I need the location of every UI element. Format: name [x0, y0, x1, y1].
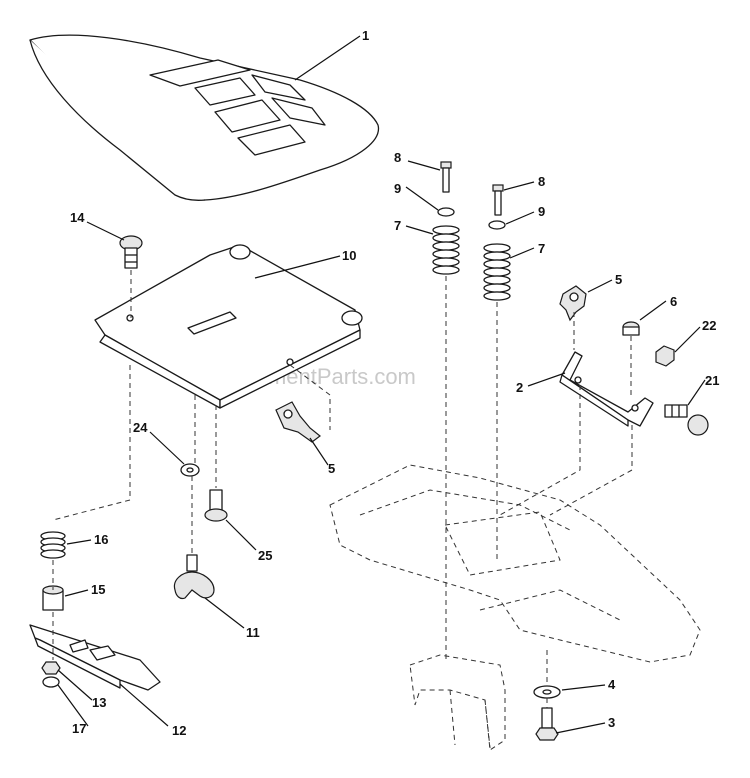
callout-6: 6 [670, 294, 677, 309]
hex-nut [655, 345, 675, 367]
nut [41, 661, 61, 675]
washer-left [437, 207, 455, 217]
callout-10: 10 [342, 248, 356, 263]
spring-right [483, 243, 511, 301]
washer-lower [42, 676, 60, 688]
shoulder-bolt-right [664, 404, 709, 436]
carriage-bolt [119, 235, 143, 269]
callout-3: 3 [608, 715, 615, 730]
seat [29, 34, 380, 201]
washer-right [488, 220, 506, 230]
callout-11: 11 [246, 625, 260, 640]
seat-switch-lower [275, 401, 321, 443]
callout-7-left: 7 [394, 218, 401, 233]
assembly-lines [52, 270, 633, 708]
leader-lines [57, 35, 706, 734]
shoulder-bolt [204, 489, 228, 522]
callout-12: 12 [172, 723, 186, 738]
seat-pan [94, 244, 363, 409]
callout-15: 15 [91, 582, 105, 597]
callout-5-upper: 5 [615, 272, 622, 287]
seat-knob [173, 554, 215, 600]
hex-bolt [535, 707, 559, 741]
frame-outline [329, 464, 701, 751]
spring-left [432, 225, 460, 275]
flange-nut [622, 321, 640, 336]
callout-7-right: 7 [538, 241, 545, 256]
bolt-right [492, 184, 504, 216]
callout-9-right: 9 [538, 204, 545, 219]
callout-25: 25 [258, 548, 272, 563]
seat-spring-small [40, 531, 66, 559]
seat-switch-upper [559, 285, 587, 322]
callout-21: 21 [705, 373, 719, 388]
callout-8-right: 8 [538, 174, 545, 189]
callout-13: 13 [92, 695, 106, 710]
callout-1: 1 [362, 28, 369, 43]
callout-2: 2 [516, 380, 523, 395]
callout-5-lower: 5 [328, 461, 335, 476]
callout-8-left: 8 [394, 150, 401, 165]
callout-16: 16 [94, 532, 108, 547]
callout-22: 22 [702, 318, 716, 333]
callout-4: 4 [608, 677, 616, 692]
callout-labels: 1 10 14 8 9 7 8 9 7 5 6 22 2 21 24 5 25 … [70, 28, 719, 738]
callout-24: 24 [133, 420, 148, 435]
callout-17: 17 [72, 721, 86, 736]
bolt-left [440, 161, 452, 193]
callout-9-left: 9 [394, 181, 401, 196]
pivot-bracket [29, 624, 161, 691]
callout-14: 14 [70, 210, 85, 225]
seat-bracket [559, 351, 654, 427]
